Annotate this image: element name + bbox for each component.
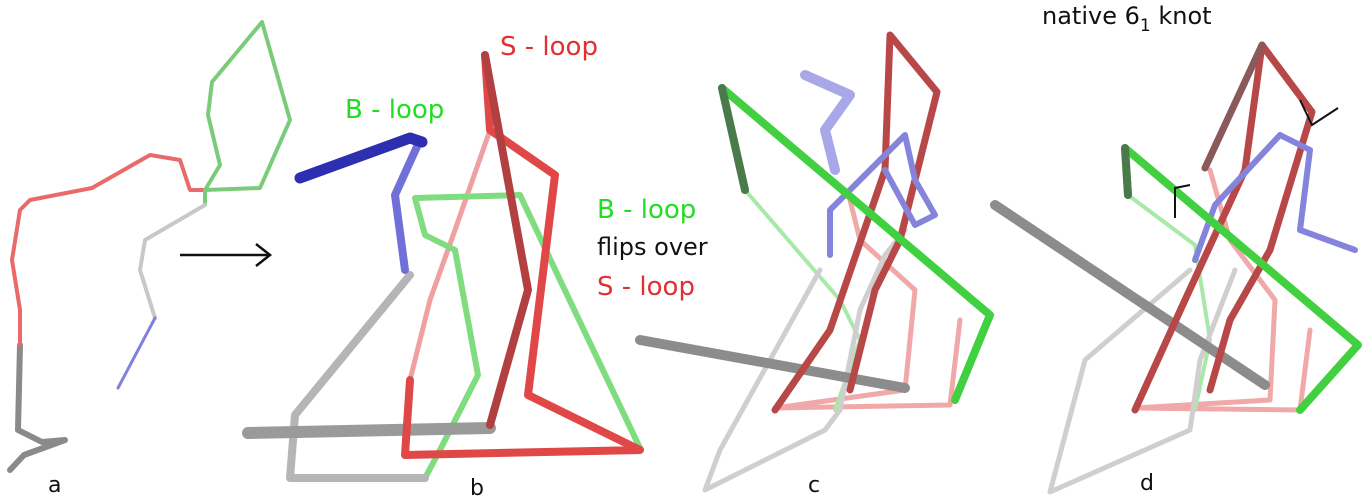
panel-b-b-loop-label: B - loop bbox=[345, 95, 444, 125]
panel-c-b-loop-label: B - loop bbox=[597, 195, 696, 225]
panel-d-title-main: native 6 bbox=[1042, 2, 1140, 30]
panel-d-title: native 61 knot bbox=[1042, 2, 1212, 36]
panel-d-green-dark-edge bbox=[1121, 144, 1132, 199]
panel-c-label: c bbox=[808, 473, 820, 498]
panel-a: a bbox=[7, 20, 292, 498]
panel-b: S - loop B - loop b bbox=[242, 32, 644, 500]
panel-a-gray-link bbox=[138, 203, 207, 320]
panel-c-s-loop-label: S - loop bbox=[597, 272, 695, 302]
panel-d: native 61 knot d bbox=[990, 2, 1362, 496]
panel-b-red-front bbox=[481, 51, 532, 429]
panel-b-label: b bbox=[470, 476, 484, 500]
panel-a-blue-chain bbox=[116, 316, 157, 390]
panel-b-blue-end bbox=[294, 132, 428, 184]
panel-d-label: d bbox=[1140, 471, 1154, 496]
panel-b-gray-rod bbox=[242, 422, 496, 439]
panel-c-gray-chain bbox=[702, 227, 908, 493]
panel-c-green-dark-edge bbox=[718, 84, 749, 194]
panel-c: c bbox=[635, 31, 994, 498]
transition-arrow bbox=[180, 243, 273, 267]
panel-b-s-loop-label: S - loop bbox=[500, 32, 598, 62]
panel-a-label: a bbox=[48, 473, 61, 498]
panel-a-green-chain bbox=[203, 20, 292, 207]
panel-b-red-loop bbox=[401, 51, 644, 459]
panel-b-red-back bbox=[407, 127, 493, 383]
panel-d-crossing-marker-left bbox=[1174, 184, 1191, 218]
panel-d-red-loop bbox=[1131, 41, 1316, 414]
panel-b-gray-chain bbox=[286, 271, 429, 482]
panel-c-annotation: B - loop flips over S - loop bbox=[597, 195, 708, 302]
panel-b-blue-chain bbox=[391, 136, 424, 274]
panel-a-gray-chain bbox=[7, 342, 68, 473]
panel-c-blue-chain bbox=[827, 132, 938, 258]
panel-c-gray-rod bbox=[635, 335, 910, 393]
panel-c-flips-label: flips over bbox=[597, 233, 708, 261]
panel-d-title-suffix: knot bbox=[1151, 2, 1212, 30]
panel-c-blue-back bbox=[800, 70, 855, 175]
panel-a-red-chain bbox=[10, 153, 207, 347]
panel-d-blue-chain bbox=[1192, 132, 1358, 263]
panel-c-red-loop bbox=[771, 31, 941, 414]
panel-d-green-back bbox=[1126, 193, 1212, 412]
panel-d-red-top bbox=[1201, 41, 1266, 172]
panel-d-crossing-marker-right bbox=[1299, 99, 1339, 127]
panel-d-title-subscript: 1 bbox=[1140, 16, 1151, 36]
